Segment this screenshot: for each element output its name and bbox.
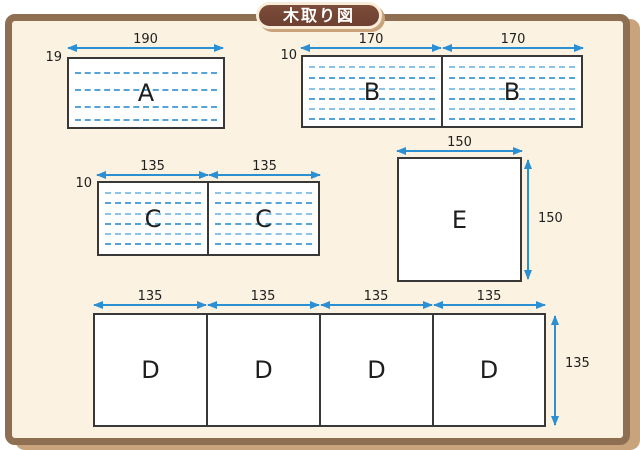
b1-width-arrow	[300, 44, 442, 52]
b2-width-arrow	[442, 44, 584, 52]
piece-d-1: D	[93, 313, 208, 427]
piece-a: A	[67, 57, 225, 129]
piece-c-2: C	[207, 181, 320, 256]
piece-d-3: D	[319, 313, 434, 427]
piece-b1-letter: B	[363, 77, 381, 106]
piece-d-2: D	[206, 313, 321, 427]
piece-d4-letter: D	[479, 356, 499, 384]
b1-width-label: 170	[358, 32, 384, 47]
c1-width-label: 135	[140, 159, 165, 174]
piece-a-letter: A	[137, 79, 155, 107]
c2-width-label: 135	[252, 159, 277, 174]
a-width-label: 190	[133, 32, 158, 47]
grain-lines	[69, 59, 223, 127]
piece-c1-letter: C	[144, 204, 162, 233]
c-thickness-label: 10	[75, 176, 92, 191]
b-thickness-label: 10	[280, 48, 297, 63]
a-thickness-label: 19	[45, 50, 62, 65]
d2-width-label: 135	[250, 289, 276, 304]
c2-width-arrow	[208, 171, 321, 179]
d4-width-label: 135	[476, 289, 502, 304]
piece-b-2: B	[441, 55, 583, 128]
e-height-arrow	[524, 159, 532, 280]
d4-width-arrow	[433, 301, 546, 309]
d2-width-arrow	[207, 301, 320, 309]
piece-b-1: B	[301, 55, 443, 128]
piece-e: E	[397, 157, 522, 282]
piece-d3-letter: D	[367, 356, 386, 384]
d1-width-arrow	[93, 301, 207, 309]
title-badge: 木取り図	[256, 2, 382, 29]
grain-lines	[99, 183, 207, 254]
d3-width-arrow	[320, 301, 433, 309]
e-width-label: 150	[447, 135, 472, 150]
d1-width-label: 135	[137, 289, 163, 304]
piece-c-1: C	[97, 181, 209, 256]
c1-width-arrow	[96, 171, 209, 179]
d-height-label: 135	[565, 356, 590, 371]
d-height-arrow	[551, 315, 559, 426]
e-width-arrow	[396, 147, 523, 155]
b2-width-label: 170	[500, 32, 526, 47]
piece-c2-letter: C	[255, 204, 272, 233]
a-width-arrow	[67, 44, 224, 52]
piece-d-4: D	[432, 313, 546, 427]
piece-d2-letter: D	[254, 356, 273, 384]
e-height-label: 150	[538, 211, 563, 226]
page-title: 木取り図	[282, 5, 355, 25]
piece-b2-letter: B	[503, 77, 521, 106]
grain-lines	[443, 57, 581, 126]
piece-d1-letter: D	[141, 356, 160, 384]
piece-e-letter: E	[451, 205, 468, 234]
grain-lines	[303, 57, 441, 126]
grain-lines	[209, 183, 318, 254]
d3-width-label: 135	[363, 289, 389, 304]
